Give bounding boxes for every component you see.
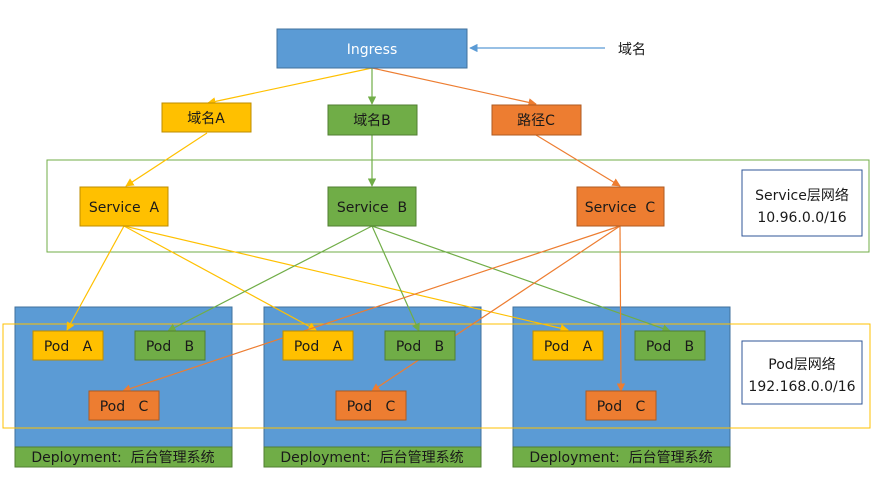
pod-layer-label-box	[741, 340, 863, 405]
route-b-node: 域名B	[327, 104, 418, 136]
edge-route-c-to-service-c	[535, 134, 621, 187]
pod-a-box	[282, 330, 354, 361]
edge-service-c-to-pod-c-2	[371, 225, 621, 392]
deployment-2-pod-c: Pod C	[335, 390, 407, 421]
deployment-1-label: Deployment: 后台管理系统	[31, 450, 214, 466]
edge-service-b-to-pod-b-2	[371, 225, 420, 332]
service-a-box	[79, 186, 169, 227]
route-b-box	[327, 104, 418, 136]
edge-ingress-to-route-c	[371, 67, 537, 107]
route-c-node: 路径C	[491, 104, 582, 136]
service-layer-label-line2: 10.96.0.0/16	[757, 210, 846, 226]
edge-service-a-to-pod-a-2	[123, 225, 317, 331]
pod-a-label: Pod A	[44, 339, 93, 355]
pod-a-label: Pod A	[544, 339, 593, 355]
deployment-1-pod-c: Pod C	[88, 390, 160, 421]
service-layer-outline	[46, 159, 870, 253]
edge-route-a-to-service-a	[125, 132, 208, 187]
service-c-node: Service C	[576, 186, 665, 227]
deployment-3-label: Deployment: 后台管理系统	[529, 450, 712, 466]
ingress-label: Ingress	[347, 42, 398, 58]
pod-c-label: Pod C	[347, 399, 396, 415]
deployment-2: Deployment: 后台管理系统	[263, 306, 482, 468]
service-c-box	[576, 186, 665, 227]
pod-layer-label-line1: Pod层网络	[768, 357, 835, 373]
service-a-node: Service A	[79, 186, 169, 227]
deployment-2-label: Deployment: 后台管理系统	[280, 450, 463, 466]
edge-service-b-to-pod-b-1	[167, 225, 373, 332]
domain-annotation-label: 域名	[618, 42, 646, 58]
edge-service-a-to-pod-a-3	[123, 225, 569, 333]
pod-c-box	[335, 390, 407, 421]
route-a-label: 域名A	[187, 111, 225, 127]
deployment-2-label-bg	[263, 446, 482, 468]
deployment-1-label-bg	[14, 446, 233, 468]
edge-ingress-to-route-a	[207, 67, 373, 106]
service-a-label: Service A	[89, 200, 160, 216]
route-a-box	[161, 102, 252, 133]
pod-layer-label: Pod层网络 192.168.0.0/16	[741, 340, 863, 405]
pod-c-label: Pod C	[100, 399, 149, 415]
deployment-2-pod-b: Pod B	[384, 330, 456, 361]
service-b-node: Service B	[327, 186, 417, 227]
service-c-label: Service C	[585, 200, 656, 216]
service-b-label: Service B	[337, 200, 407, 216]
route-c-label: 路径C	[517, 113, 555, 129]
route-b-label: 域名B	[353, 113, 391, 129]
deployment-1-pod-a: Pod A	[32, 330, 104, 361]
deployment-2-box	[263, 306, 482, 448]
deployment-3-pod-c: Pod C	[585, 390, 657, 421]
edge-service-c-to-pod-c-1	[122, 225, 621, 393]
pod-b-label: Pod B	[646, 339, 694, 355]
ingress-node: Ingress	[276, 28, 468, 69]
service-layer-label-box	[741, 169, 863, 237]
deployment-1: Deployment: 后台管理系统	[14, 306, 233, 468]
deployment-3-pod-a: Pod A	[532, 330, 604, 361]
deployment-3-label-bg	[512, 446, 731, 468]
pod-c-label: Pod C	[597, 399, 646, 415]
route-a-node: 域名A	[161, 102, 252, 133]
edge-service-c-to-pod-c-3	[616, 225, 626, 392]
pod-c-box	[88, 390, 160, 421]
pod-b-label: Pod B	[146, 339, 194, 355]
service-b-box	[327, 186, 417, 227]
deployment-3-pod-b: Pod B	[634, 330, 706, 361]
pod-a-label: Pod A	[294, 339, 343, 355]
pod-b-box	[384, 330, 456, 361]
pod-layer-outline	[2, 323, 871, 429]
pod-layer-label-line2: 192.168.0.0/16	[748, 379, 855, 395]
service-layer-label: Service层网络 10.96.0.0/16	[741, 169, 863, 237]
pod-a-box	[32, 330, 104, 361]
pod-a-box	[532, 330, 604, 361]
deployment-2-pod-a: Pod A	[282, 330, 354, 361]
deployment-1-box	[14, 306, 233, 448]
pod-c-box	[585, 390, 657, 421]
service-layer-label-line1: Service层网络	[755, 188, 849, 204]
ingress-box	[276, 28, 468, 69]
pod-b-label: Pod B	[396, 339, 444, 355]
route-c-box	[491, 104, 582, 136]
pod-b-box	[634, 330, 706, 361]
edge-service-a-to-pod-a-1	[66, 225, 125, 331]
deployment-1-pod-b: Pod B	[134, 330, 206, 361]
pod-b-box	[134, 330, 206, 361]
